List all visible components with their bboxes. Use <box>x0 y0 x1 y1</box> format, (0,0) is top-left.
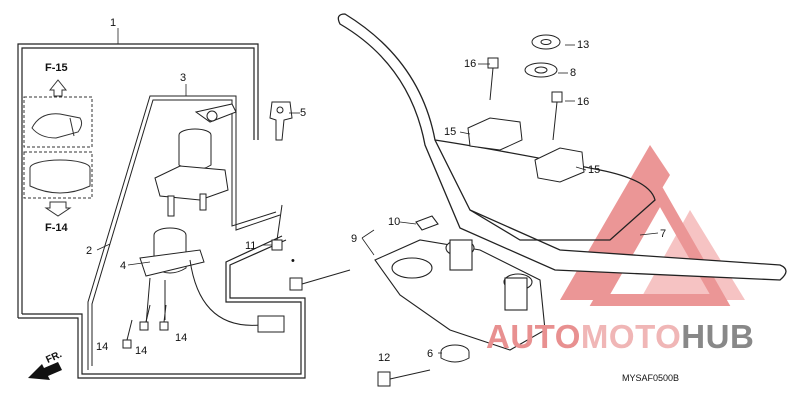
callout-16-a: 16 <box>464 58 477 70</box>
callout-5: 5 <box>300 107 307 119</box>
f14-detail <box>23 151 93 217</box>
callout-1: 1 <box>110 17 117 29</box>
top-bridge <box>374 215 546 351</box>
upper-holders <box>467 117 585 183</box>
callout-12: 12 <box>378 352 391 364</box>
callout-15-a: 15 <box>444 126 457 138</box>
subassembly-outline <box>87 95 281 370</box>
collar <box>440 344 470 363</box>
key-cylinder <box>139 227 285 333</box>
callout-15-b: 15 <box>588 164 601 176</box>
callout-3: 3 <box>180 72 187 84</box>
watermark-part-3: HUB <box>681 318 755 355</box>
callout-8: 8 <box>570 67 577 79</box>
washers <box>524 34 561 78</box>
watermark-part-1: AUTO <box>486 318 581 355</box>
callout-14-c: 14 <box>175 332 188 344</box>
callout-13: 13 <box>577 39 590 51</box>
callout-2-bullet: • <box>291 255 295 267</box>
ignition-switch <box>154 103 237 217</box>
ref-f14: F-14 <box>45 222 68 234</box>
callout-9: 9 <box>351 233 358 245</box>
kit-outline <box>17 43 306 379</box>
bolts <box>122 57 563 387</box>
leader-lines <box>96 28 659 354</box>
callout-11: 11 <box>245 240 257 252</box>
callout-7: 7 <box>660 228 667 240</box>
watermark-text: AUTOMOTOHUB <box>486 318 754 356</box>
watermark-part-2: MOTO <box>580 318 682 355</box>
callout-4: 4 <box>120 260 127 272</box>
ref-f15: F-15 <box>45 62 68 74</box>
handlebar <box>337 13 787 281</box>
diagram-code: MYSAF0500B <box>622 373 680 383</box>
key <box>269 101 293 141</box>
callout-14-b: 14 <box>135 345 148 357</box>
callout-6: 6 <box>427 348 434 360</box>
callout-14-a: 14 <box>96 341 109 353</box>
f15-detail <box>23 79 93 148</box>
callout-10: 10 <box>388 216 401 228</box>
callout-2: 2 <box>86 245 93 257</box>
callout-16-b: 16 <box>577 96 590 108</box>
front-arrow-icon <box>28 362 62 380</box>
